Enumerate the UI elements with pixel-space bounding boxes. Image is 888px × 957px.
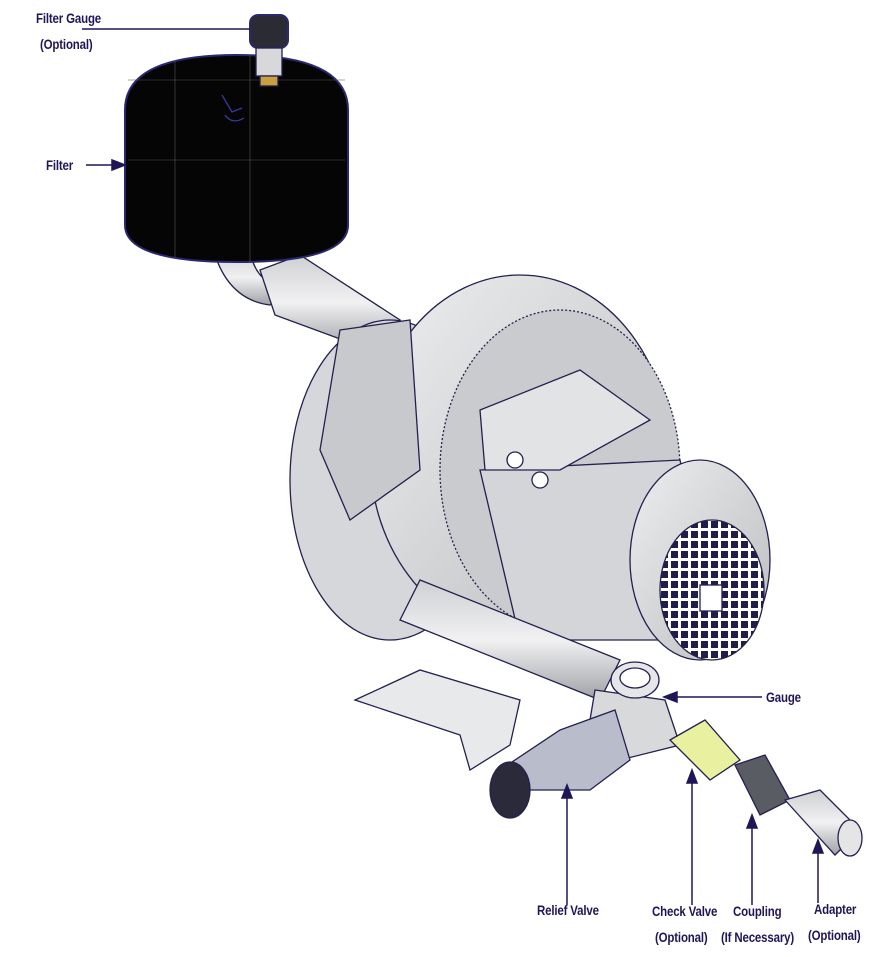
check-valve <box>668 719 741 781</box>
check-valve-optional-label: (Optional) <box>655 929 708 945</box>
coupling-if-necessary-label: (If Necessary) <box>721 929 795 945</box>
filter-gauge <box>249 14 289 49</box>
check-valve-label: Check Valve <box>652 903 718 919</box>
adapter-label: Adapter <box>814 901 857 917</box>
coupling <box>734 754 791 816</box>
filter-gauge-optional-label: (Optional) <box>40 36 93 52</box>
gauge-label: Gauge <box>766 689 801 705</box>
relief-valve-label: Relief Valve <box>537 902 599 918</box>
filter-canister <box>124 53 349 264</box>
filter-label: Filter <box>46 157 74 173</box>
terminal-box <box>479 369 652 471</box>
filter-gauge-label: Filter Gauge <box>36 10 102 26</box>
base-plate <box>353 669 521 772</box>
coupling-label: Coupling <box>733 903 782 919</box>
adapter-optional-label: (Optional) <box>808 927 861 943</box>
filter-handle-icon <box>221 94 245 122</box>
inlet-flange <box>319 319 421 521</box>
